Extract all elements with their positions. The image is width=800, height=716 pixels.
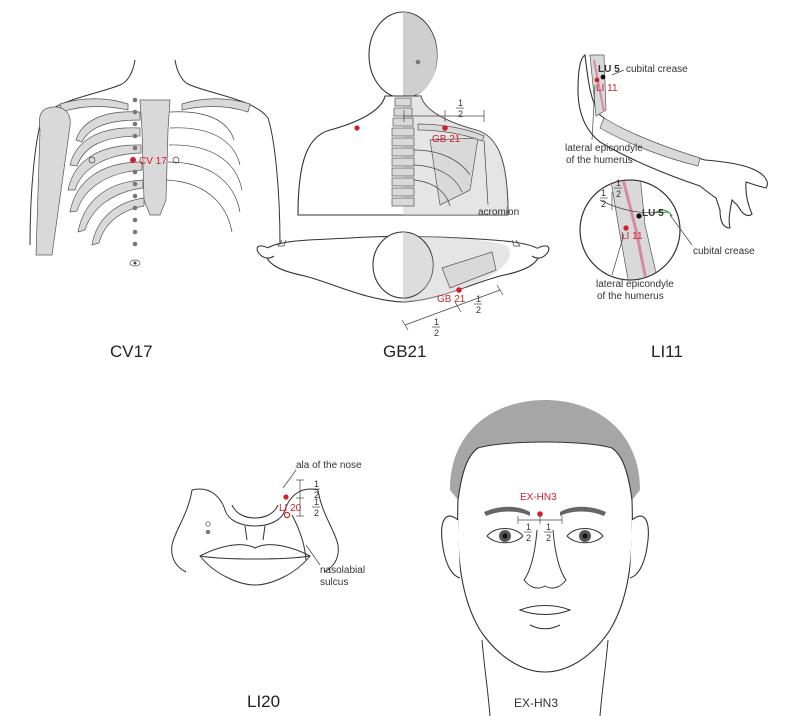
li20-naso-label-1: nasolabial (320, 565, 365, 576)
li11-frac-num-2: 1 (616, 178, 621, 188)
exhn3-ear-right (630, 516, 648, 578)
li11-lu5-point-upper (601, 75, 606, 80)
exhn3-frac-den-2: 2 (546, 533, 551, 543)
cv17-ribs-left (68, 112, 144, 245)
li20-left-point-1 (206, 522, 210, 526)
li20-point-label: LI 20 (279, 503, 302, 514)
gb21-frac-num-3: 1 (476, 294, 481, 304)
gb21-acromion-label: acromion (478, 207, 519, 218)
gb21-frac-num-1: 1 (458, 98, 463, 108)
exhn3-frac-den-1: 2 (526, 533, 531, 543)
li11-point-mag (623, 225, 628, 230)
li11-epi-label-upper-2: of the humerus (566, 155, 633, 166)
gb21-head-shade (403, 12, 437, 98)
li11-lu5-point-mag (636, 213, 641, 218)
li11-crease-label-upper: cubital crease (626, 64, 688, 75)
exhn3-point-label: EX-HN3 (520, 492, 557, 503)
li20-lips (200, 545, 310, 585)
li11-epi-label-mag-1: lateral epicondyle (596, 279, 674, 290)
exhn3-face-outline (458, 442, 633, 672)
li20-naso-label-2: sulcus (320, 577, 348, 588)
li20-frac-num-1: 1 (314, 479, 319, 489)
li20-frac-num-2: 1 (314, 497, 319, 507)
gb21-frac-den-3: 2 (476, 305, 481, 315)
li11-crease-label-mag: cubital crease (693, 246, 755, 257)
li11-label-upper: LI 11 (596, 83, 618, 94)
li11-epi-label-mag-2: of the humerus (597, 291, 664, 302)
li20-title: LI20 (247, 692, 280, 711)
exhn3-point (537, 511, 543, 517)
cv17-point-label: CV 17 (139, 156, 167, 167)
li11-frac-den-1: 2 (601, 199, 606, 209)
li11-epi-label-upper-1: lateral epicondyle (565, 143, 643, 154)
exhn3-panel: EX-HN3 1 2 1 2 EX-HN3 (442, 400, 649, 716)
li11-lu5-label-mag: LU 5 (642, 208, 664, 219)
li20-ala-leader (283, 470, 296, 488)
gb21-frac-den-2: 2 (434, 328, 439, 338)
gb21-left-point (354, 125, 359, 130)
gb21-back-label: GB 21 (432, 134, 461, 145)
cv17-humerus-left (36, 107, 70, 255)
cv17-panel: CV 17 CV17 (30, 60, 280, 361)
exhn3-ear-left (442, 516, 460, 578)
li11-frac-num-1: 1 (601, 188, 606, 198)
exhn3-frac-num-1: 1 (526, 522, 531, 532)
li11-panel: LU 5 LI 11 cubital crease lateral epicon… (565, 55, 767, 361)
gb21-title: GB21 (383, 342, 426, 361)
gb21-head-point (416, 60, 421, 65)
li20-panel: LI 20 ala of the nose 1 2 1 2 nasolabial… (172, 460, 365, 711)
exhn3-frac-num-2: 1 (546, 522, 551, 532)
cv17-point (130, 157, 136, 163)
li20-ala-label: ala of the nose (296, 460, 362, 471)
cv17-title: CV17 (110, 342, 153, 361)
gb21-frac-den-1: 2 (458, 109, 463, 119)
gb21-frac-num-2: 1 (434, 317, 439, 327)
li11-title: LI11 (651, 342, 683, 361)
li11-point-upper (595, 78, 600, 83)
exhn3-title: EX-HN3 (514, 696, 558, 710)
li11-frac-den-2: 2 (616, 189, 621, 199)
cv17-navel-dot (134, 262, 137, 265)
gb21-back-point (442, 125, 448, 131)
li20-frac-den-2: 2 (314, 508, 319, 518)
li20-left-point-2 (206, 530, 210, 534)
li11-label-mag: LI 11 (621, 231, 643, 242)
cv17-ribs-right (167, 112, 242, 232)
gb21-spine (392, 98, 414, 206)
gb21-top-label: GB 21 (437, 294, 466, 305)
gb21-top-point (456, 287, 462, 293)
gb21-panel: GB 21 1 2 acromion GB 21 1 2 1 (257, 12, 549, 361)
li20-point-upper (283, 494, 288, 499)
